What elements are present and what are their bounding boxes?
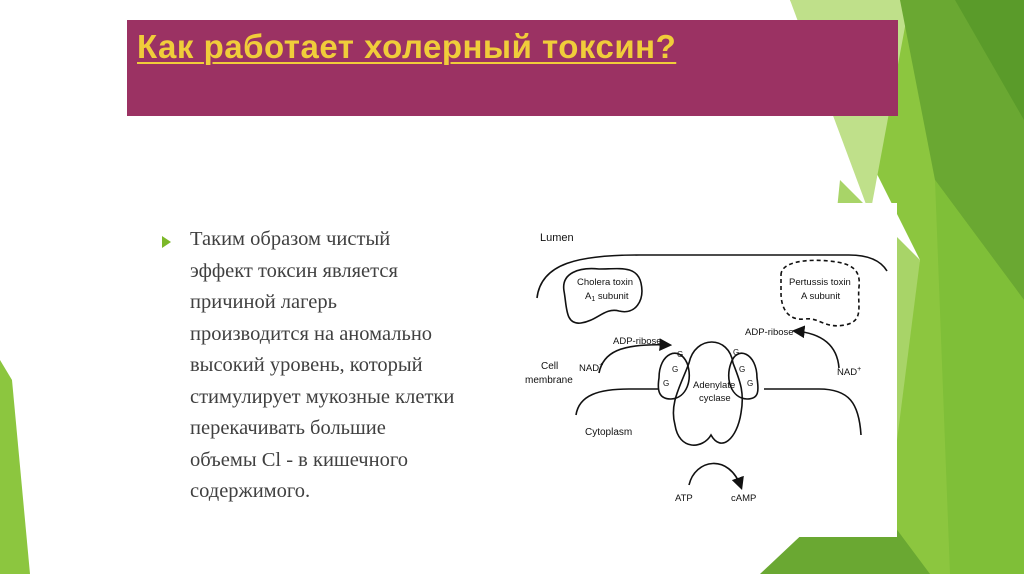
svg-text:G: G <box>677 350 683 359</box>
svg-text:G: G <box>747 379 753 388</box>
a1-subunit-label: A1 subunit <box>585 291 629 303</box>
atp-to-camp-arrow <box>688 462 744 491</box>
cholera-toxin-label: Cholera toxin <box>577 277 633 288</box>
nad-right-label: NAD+ <box>837 366 861 378</box>
membrane-label: membrane <box>525 375 573 386</box>
g-protein-right <box>727 352 759 400</box>
bullet-line: причиной лагерь <box>190 291 337 313</box>
svg-text:G: G <box>739 365 745 374</box>
lumen-membrane-line <box>536 254 888 299</box>
bullet-line: перекачивать большие <box>190 417 386 439</box>
svg-text:G: G <box>672 365 678 374</box>
g-protein-left <box>657 352 691 400</box>
bullet-line: содержимого. <box>190 480 311 502</box>
pertussis-toxin-label: Pertussis toxin <box>789 277 851 288</box>
a-subunit-label: A subunit <box>801 291 840 302</box>
bullet-line: Таким образом чистый <box>190 228 391 250</box>
cytoplasm-label: Cytoplasm <box>585 427 632 438</box>
cholera-toxin-diagram: Lumen Cholera toxin A1 subunit Pertussis… <box>519 203 897 537</box>
bullet-line: эффект токсин является <box>190 259 398 282</box>
adp-arrow-right <box>791 325 840 369</box>
adenylate-cyclase-shape <box>672 341 744 446</box>
adp-ribose-right-label: ADP-ribose <box>745 327 794 338</box>
cyclase-label: cyclase <box>699 393 731 404</box>
cell-label: Cell <box>541 361 558 372</box>
lumen-label: Lumen <box>540 232 574 244</box>
atp-label: ATP <box>675 493 693 504</box>
bullet-line: высокий уровень, который <box>190 354 423 376</box>
bullet-paragraph: Таким образом чистый эффект токсин являе… <box>190 224 510 508</box>
svg-text:G: G <box>733 348 739 357</box>
cell-membrane-left <box>575 388 659 416</box>
bullet-line: стимулирует мукозные клетки <box>190 385 455 408</box>
slide-title: Как работает холерный токсин? <box>137 28 677 65</box>
adp-ribose-left-label: ADP-ribose <box>613 336 662 347</box>
title-bar: Как работает холерный токсин? <box>127 20 898 116</box>
svg-text:G: G <box>663 379 669 388</box>
bullet-line: объемы Cl - в кишечного <box>190 448 408 471</box>
adenylate-label: Adenylate <box>693 380 735 391</box>
cell-membrane-right <box>764 388 862 436</box>
adp-arrow-left <box>598 338 673 374</box>
bullet-line: производится на аномально <box>190 322 433 345</box>
camp-label: cAMP <box>731 493 756 504</box>
cholera-toxin-shape <box>563 267 643 324</box>
bullet-arrow-icon <box>162 236 171 248</box>
pertussis-toxin-shape <box>780 259 860 327</box>
nad-left-label: NAD+ <box>579 362 603 374</box>
